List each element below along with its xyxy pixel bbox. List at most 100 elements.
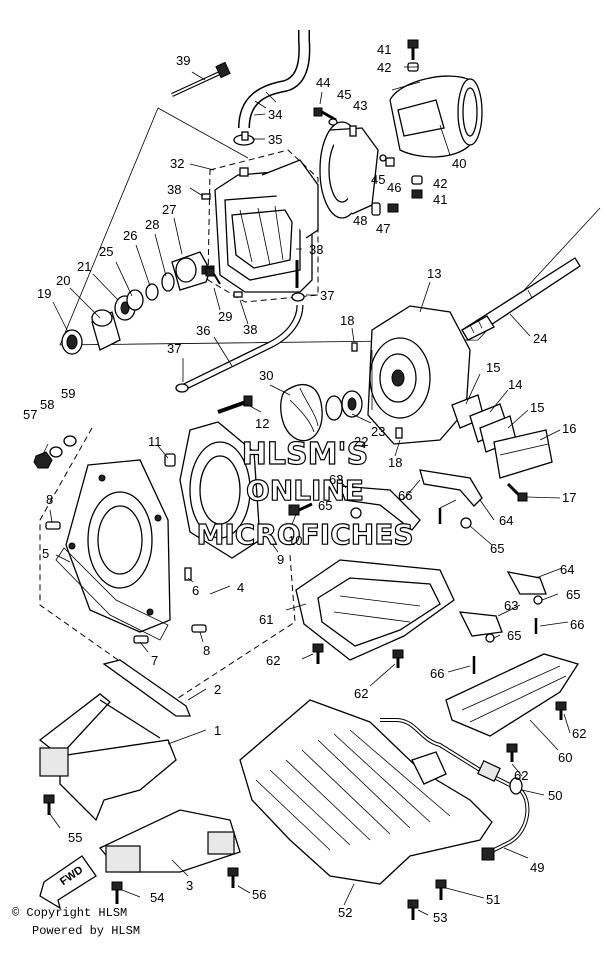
callout-41b[interactable]: 41 [433, 192, 447, 207]
callout-27[interactable]: 27 [162, 202, 176, 217]
washer-22[interactable] [325, 395, 343, 421]
callout-62b[interactable]: 62 [354, 686, 368, 701]
pin-6[interactable] [184, 567, 192, 581]
bracket-63b[interactable] [458, 611, 503, 637]
callout-60[interactable]: 60 [558, 750, 572, 765]
callout-39[interactable]: 39 [176, 53, 190, 68]
callout-3[interactable]: 3 [186, 878, 193, 893]
callout-18b[interactable]: 18 [388, 455, 402, 470]
bolt-41a[interactable] [407, 39, 419, 60]
callout-37b[interactable]: 37 [167, 341, 181, 356]
callout-7[interactable]: 7 [151, 653, 158, 668]
nozzle-ring-43[interactable] [319, 121, 379, 219]
callout-23[interactable]: 23 [371, 424, 385, 439]
bearing-23[interactable] [341, 390, 363, 418]
callout-48[interactable]: 48 [353, 213, 367, 228]
bolt-17[interactable] [506, 482, 528, 502]
callout-61[interactable]: 61 [259, 612, 273, 627]
callout-42b[interactable]: 42 [433, 176, 447, 191]
callout-12[interactable]: 12 [255, 416, 269, 431]
callout-25[interactable]: 25 [99, 244, 113, 259]
bolt-41b[interactable] [411, 189, 423, 199]
pin-38b[interactable] [233, 291, 243, 298]
callout-40[interactable]: 40 [452, 156, 466, 171]
callout-57[interactable]: 57 [23, 407, 37, 422]
callout-34[interactable]: 34 [268, 107, 282, 122]
callout-4[interactable]: 4 [237, 580, 244, 595]
spacer-48[interactable] [371, 202, 381, 216]
callout-18a[interactable]: 18 [340, 313, 354, 328]
callout-43[interactable]: 43 [353, 98, 367, 113]
callout-66a[interactable]: 66 [398, 488, 412, 503]
callout-9[interactable]: 9 [277, 552, 284, 567]
plate-60[interactable] [445, 653, 580, 737]
pin-18b[interactable] [395, 427, 403, 439]
washer-58[interactable] [49, 446, 63, 458]
washer-45a[interactable] [328, 118, 338, 126]
bearing-25[interactable] [126, 289, 144, 311]
steering-nozzle-40[interactable] [389, 75, 483, 158]
callout-38b[interactable]: 38 [243, 322, 257, 337]
cover-16[interactable] [493, 429, 553, 479]
callout-15a[interactable]: 15 [486, 360, 500, 375]
callout-29[interactable]: 29 [218, 309, 232, 324]
callout-14[interactable]: 14 [508, 377, 522, 392]
callout-49[interactable]: 49 [530, 860, 544, 875]
callout-15b[interactable]: 15 [530, 400, 544, 415]
callout-63a[interactable]: 63 [329, 472, 343, 487]
callout-17[interactable]: 17 [562, 490, 576, 505]
pin-8b[interactable] [191, 624, 207, 633]
bolt-53[interactable] [407, 899, 419, 920]
callout-50[interactable]: 50 [548, 788, 562, 803]
bolt-62c[interactable] [555, 701, 567, 720]
stand-3[interactable] [98, 809, 241, 873]
callout-1[interactable]: 1 [214, 723, 221, 738]
callout-10[interactable]: 10 [288, 533, 302, 548]
callout-37a[interactable]: 37 [320, 288, 334, 303]
cable-49[interactable] [380, 718, 530, 861]
bolt-47[interactable] [387, 203, 399, 213]
callout-53[interactable]: 53 [433, 910, 447, 925]
callout-64b[interactable]: 64 [560, 562, 574, 577]
callout-11[interactable]: 11 [148, 434, 162, 449]
callout-35[interactable]: 35 [268, 132, 282, 147]
callout-58[interactable]: 58 [40, 397, 54, 412]
bracket-64b[interactable] [506, 571, 547, 595]
bolt-56[interactable] [227, 867, 239, 888]
callout-45a[interactable]: 45 [337, 87, 351, 102]
bolt-29[interactable] [205, 267, 221, 285]
callout-66b[interactable]: 66 [570, 617, 584, 632]
clamp-37a[interactable] [291, 292, 305, 302]
callout-65a[interactable]: 65 [318, 498, 332, 513]
nut-57[interactable] [33, 451, 53, 469]
callout-20[interactable]: 20 [56, 273, 70, 288]
washer-65c[interactable] [533, 595, 543, 605]
collar-46[interactable] [385, 157, 395, 167]
callout-62a[interactable]: 62 [266, 653, 280, 668]
pin-7[interactable] [133, 635, 149, 644]
pin-38a[interactable] [201, 193, 211, 200]
pin-18a[interactable] [351, 342, 358, 352]
washer-65a[interactable] [350, 507, 362, 519]
callout-19[interactable]: 19 [37, 286, 51, 301]
bolt-44[interactable] [313, 107, 337, 122]
callout-21[interactable]: 21 [77, 259, 91, 274]
callout-63b[interactable]: 63 [504, 598, 518, 613]
callout-55[interactable]: 55 [68, 830, 82, 845]
bolt-39[interactable] [171, 61, 231, 97]
jet-housing-32[interactable] [214, 159, 319, 293]
callout-64a[interactable]: 64 [499, 513, 513, 528]
bolt-62d[interactable] [506, 743, 518, 762]
pin-8a[interactable] [45, 521, 61, 530]
bracket-52b[interactable] [411, 751, 447, 785]
bolt-62b[interactable] [392, 649, 404, 668]
callout-65c[interactable]: 65 [566, 587, 580, 602]
callout-36[interactable]: 36 [196, 323, 210, 338]
washer-65b[interactable] [460, 517, 472, 529]
stand-1[interactable] [38, 693, 177, 822]
seal-19[interactable] [61, 329, 83, 355]
callout-46[interactable]: 46 [387, 180, 401, 195]
callout-41a[interactable]: 41 [377, 42, 391, 57]
intake-grate-9[interactable] [179, 421, 261, 559]
sleeve-20[interactable] [91, 309, 121, 351]
